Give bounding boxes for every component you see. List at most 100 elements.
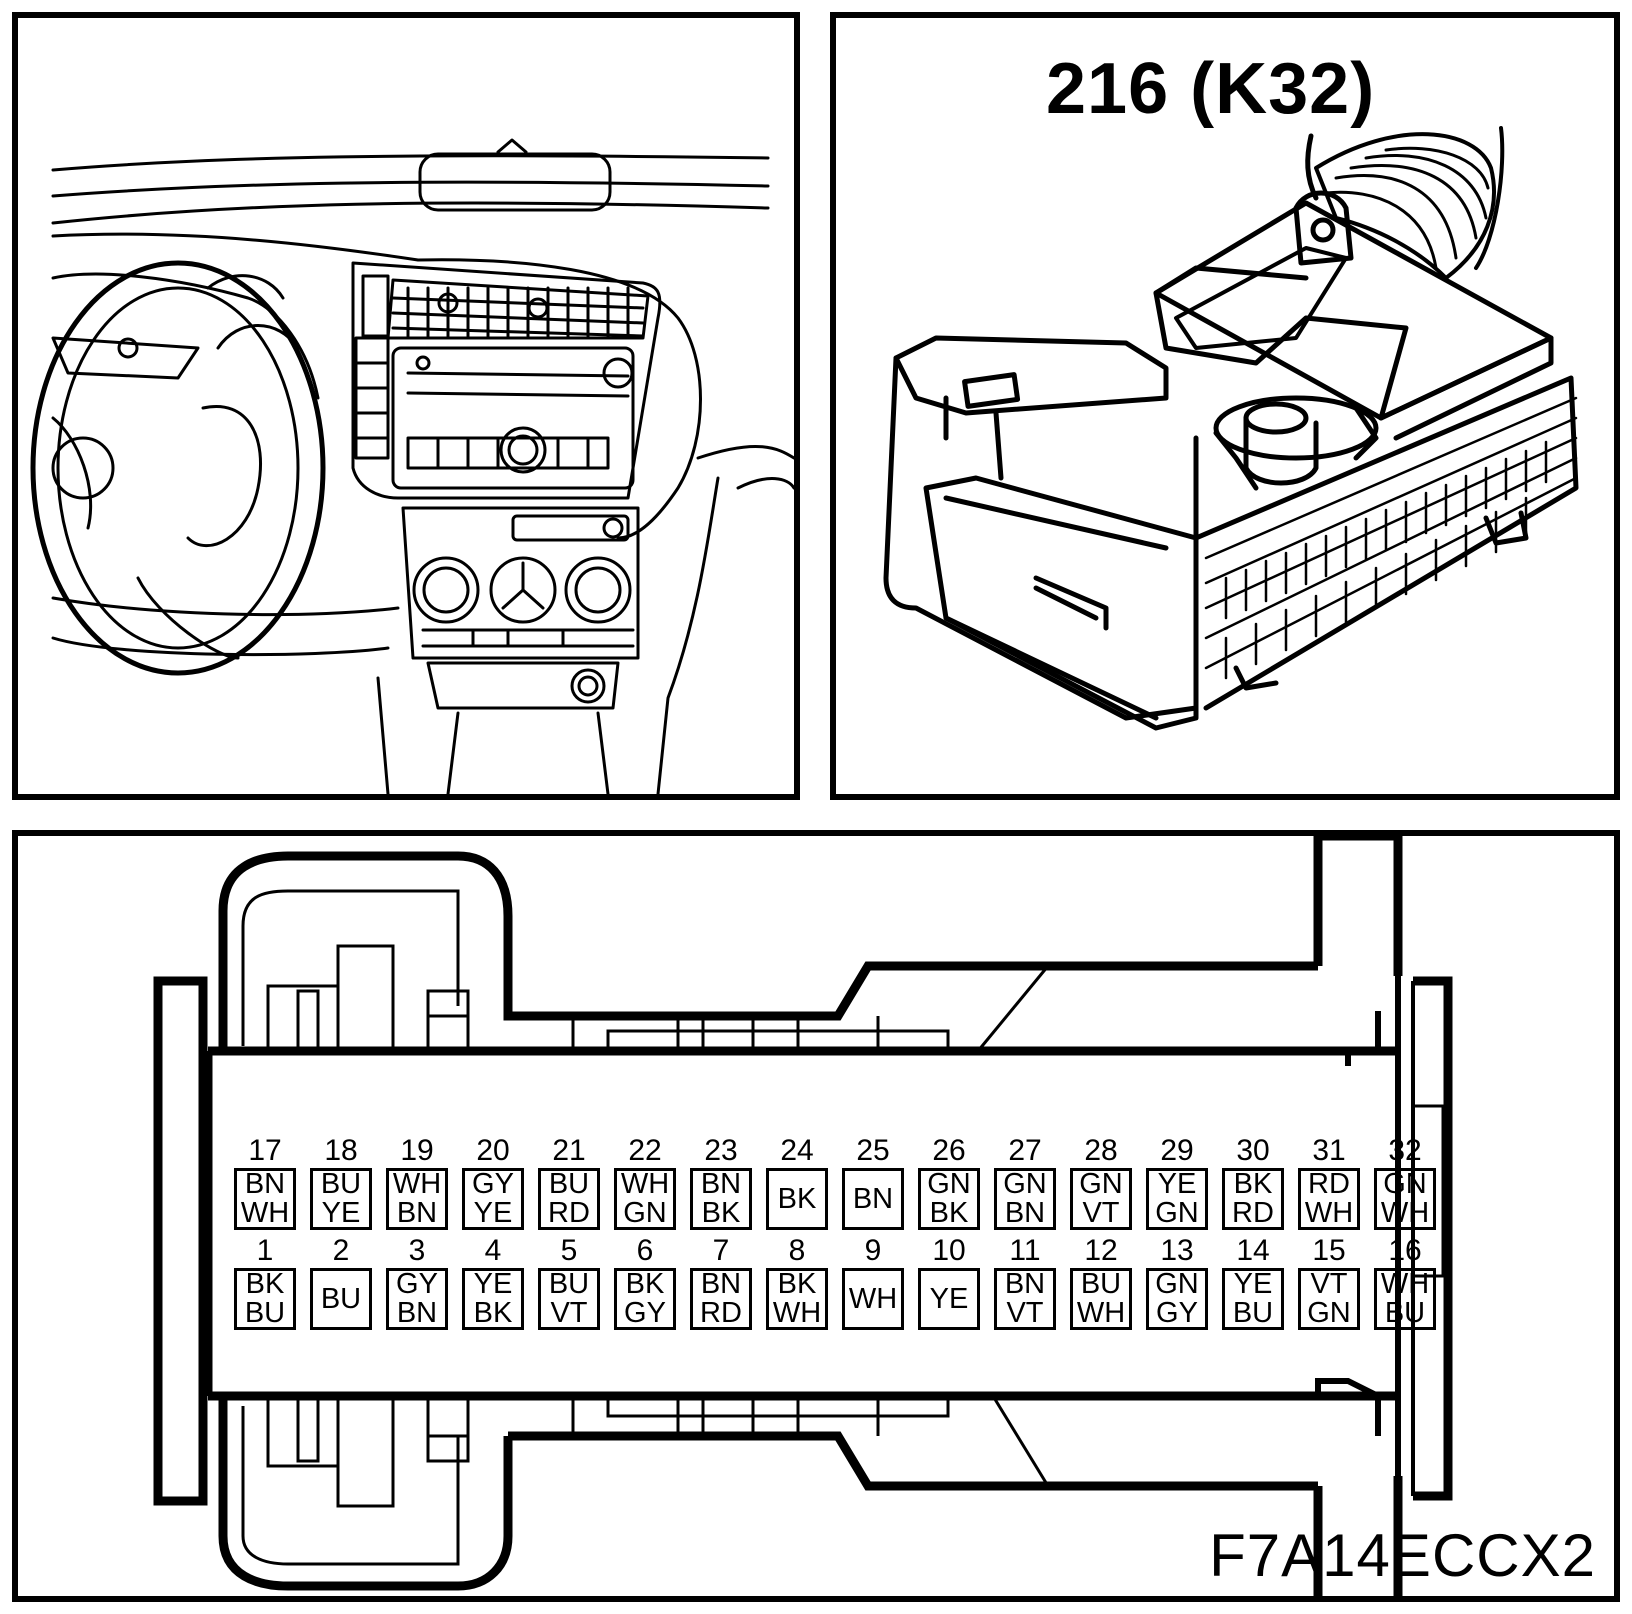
wire-color-secondary: VT — [550, 1297, 588, 1329]
pin-number: 23 — [704, 1134, 738, 1167]
wire-color-primary: GN — [1383, 1168, 1427, 1200]
wire-color-primary: BN — [700, 1268, 742, 1300]
wire-color-primary: GY — [472, 1168, 514, 1200]
figure-code: F7A14ECCX2 — [1209, 1522, 1596, 1589]
wire-color-primary: GY — [396, 1268, 438, 1300]
wire-color-secondary: WH — [772, 1297, 822, 1329]
wire-color-secondary: GN — [1307, 1297, 1351, 1329]
pin-number: 6 — [636, 1234, 654, 1267]
wire-color-primary: BN — [852, 1182, 894, 1215]
pin-number: 11 — [1009, 1234, 1041, 1267]
wire-color-primary: YE — [929, 1282, 969, 1315]
wire-color-primary: YE — [1233, 1268, 1273, 1300]
connector-illustration — [883, 126, 1579, 731]
pin-number: 20 — [476, 1134, 510, 1167]
wire-color-primary: GN — [1079, 1168, 1123, 1200]
wire-color-primary: WH — [1380, 1268, 1430, 1300]
pin-number: 8 — [788, 1234, 806, 1267]
wire-color-primary: BU — [548, 1268, 590, 1300]
pin-number: 12 — [1084, 1234, 1118, 1267]
wire-color-secondary: RD — [700, 1297, 742, 1329]
pin-cavity: WH — [842, 1268, 904, 1330]
pin-number: 16 — [1388, 1234, 1422, 1267]
wire-color-primary: BK — [777, 1182, 817, 1215]
wire-color-secondary: RD — [548, 1197, 590, 1229]
pin-number: 25 — [856, 1134, 890, 1167]
pin-number: 9 — [864, 1234, 882, 1267]
pin-number: 19 — [400, 1134, 434, 1167]
connector-title: 216 (K32) — [1046, 49, 1376, 129]
wire-color-primary: BK — [777, 1268, 817, 1300]
pin-cavity: YE — [918, 1268, 980, 1330]
pin-number: 15 — [1312, 1234, 1346, 1267]
wire-color-primary: BK — [1233, 1168, 1273, 1200]
pin-number: 17 — [248, 1134, 282, 1167]
wire-color-secondary: BU — [244, 1297, 286, 1329]
wire-color-secondary: VT — [1082, 1197, 1120, 1229]
wire-color-primary: BU — [548, 1168, 590, 1200]
pin-number: 32 — [1388, 1134, 1422, 1167]
dashboard-illustration — [30, 138, 794, 794]
wire-color-primary: VT — [1310, 1268, 1348, 1300]
wire-color-primary: BU — [320, 1282, 362, 1315]
wire-color-secondary: BK — [929, 1197, 969, 1229]
wire-color-primary: GN — [927, 1168, 971, 1200]
wire-color-primary: WH — [620, 1168, 670, 1200]
wire-color-primary: BN — [1004, 1268, 1046, 1300]
wire-color-secondary: BK — [473, 1297, 513, 1329]
pin-cavity: BU — [310, 1268, 372, 1330]
wire-color-primary: WH — [848, 1282, 898, 1315]
wire-color-primary: BK — [625, 1268, 665, 1300]
wire-color-secondary: VT — [1006, 1297, 1044, 1329]
wire-color-primary: BN — [244, 1168, 286, 1200]
pin-number: 31 — [1312, 1134, 1346, 1167]
pin-cavity: BK — [766, 1168, 828, 1230]
pin-number: 29 — [1160, 1134, 1194, 1167]
wire-color-primary: GN — [1155, 1268, 1199, 1300]
pin-number: 30 — [1236, 1134, 1270, 1167]
pin-number: 28 — [1084, 1134, 1118, 1167]
wire-color-secondary: GN — [623, 1197, 667, 1229]
pin-number: 4 — [484, 1234, 502, 1267]
wire-color-secondary: YE — [473, 1197, 513, 1229]
wire-color-secondary: GN — [1155, 1197, 1199, 1229]
wire-color-secondary: WH — [1076, 1297, 1126, 1329]
